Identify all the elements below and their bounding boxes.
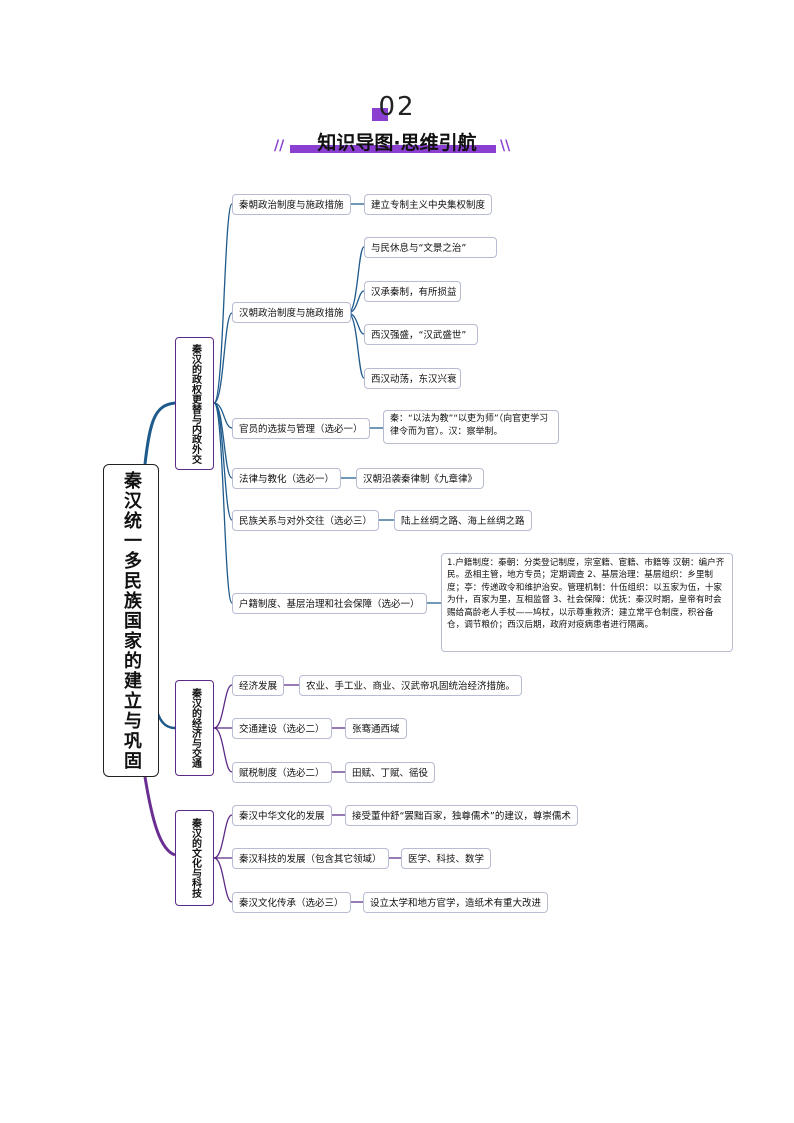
connector-b1-t6 — [213, 402, 233, 604]
connector-b2-t3 — [213, 727, 233, 773]
detail-official-selection: 秦：“以法为教”“以吏为师”（向官吏学习律令而为官）。汉：察举制。 — [383, 410, 559, 444]
header-number: 02 — [378, 92, 416, 122]
topic-qin-politics: 秦朝政治制度与施政措施 — [232, 194, 351, 215]
detail-qin-centralization: 建立专制主义中央集权制度 — [364, 194, 493, 215]
connector-b1-t1 — [213, 203, 233, 404]
connector-b3-t3 — [213, 857, 233, 903]
detail-jiuzhanglv: 汉朝沿袭秦律制《九章律》 — [356, 468, 485, 489]
topic-culture-inheritance: 秦汉文化传承（选必三） — [232, 892, 351, 913]
connector-b2-t1 — [213, 684, 233, 729]
topic-taxation: 赋税制度（选必二） — [232, 762, 332, 783]
topic-household-governance: 户籍制度、基层治理和社会保障（选必一） — [232, 593, 427, 614]
detail-zhang-qian: 张骞通西域 — [345, 718, 407, 739]
connector-b3-t1 — [213, 814, 233, 859]
topic-law-education: 法律与教化（选必一） — [232, 468, 342, 489]
branch-culture-label: 秦汉的文化与科技 — [189, 818, 201, 898]
branch-economy: 秦汉的经济与交通 — [175, 680, 214, 776]
connector-b1-t5 — [213, 402, 233, 521]
detail-wenjing: 与民休息与“文景之治” — [364, 237, 497, 258]
detail-education-papermaking: 设立太学和地方官学，造纸术有重大改进 — [363, 892, 549, 913]
topic-ethnic-foreign: 民族关系与对外交往（选必三） — [232, 510, 380, 531]
header-title: 知识导图·思维引航 — [317, 132, 477, 154]
detail-economy-measures: 农业、手工业、商业、汉武帝巩固统治经济措施。 — [299, 675, 523, 696]
connector-t2-d1 — [347, 246, 365, 314]
detail-han-wu-prosperity: 西汉强盛，“汉武盛世” — [364, 324, 478, 345]
topic-han-politics: 汉朝政治制度与施政措施 — [232, 302, 351, 323]
detail-confucianism: 接受董仲舒“罢黜百家，独尊儒术”的建议，尊崇儒术 — [345, 805, 578, 826]
detail-han-turmoil: 西汉动荡，东汉兴衰 — [364, 368, 461, 389]
topic-transport: 交通建设（选必二） — [232, 718, 332, 739]
branch-politics: 秦汉的政权更替与内政外交 — [175, 337, 214, 470]
detail-han-inherits-qin: 汉承秦制，有所损益 — [364, 281, 461, 302]
root-node: 秦汉统一多民族国家的建立与巩固 — [103, 464, 159, 777]
header-right-slash-decoration: \\ — [500, 138, 511, 154]
detail-silk-road: 陆上丝绸之路、海上丝绸之路 — [394, 510, 532, 531]
connector-b1-t2 — [213, 312, 233, 404]
root-label: 秦汉统一多民族国家的建立与巩固 — [121, 470, 142, 771]
branch-culture: 秦汉的文化与科技 — [175, 810, 214, 906]
branch-politics-label: 秦汉的政权更替与内政外交 — [189, 343, 201, 464]
topic-official-selection: 官员的选拔与管理（选必一） — [232, 418, 370, 439]
connector-root-branch3 — [143, 776, 176, 857]
connector-root-branch1 — [143, 401, 176, 465]
detail-household-governance: 1.户籍制度：秦朝：分类登记制度，宗室籍、宦籍、市籍等 汉朝：编户齐民。丞相主管… — [441, 553, 733, 652]
branch-economy-label: 秦汉的经济与交通 — [189, 688, 201, 768]
topic-culture-development: 秦汉中华文化的发展 — [232, 805, 332, 826]
header-left-slash-decoration: // — [274, 138, 285, 154]
topic-science-development: 秦汉科技的发展（包含其它领域） — [232, 848, 389, 869]
header-title-underline — [290, 145, 496, 153]
detail-taxes: 田赋、丁赋、徭役 — [345, 762, 436, 783]
topic-economy-development: 经济发展 — [232, 675, 285, 696]
connector-t2-d4 — [347, 312, 365, 379]
detail-science-fields: 医学、科技、数学 — [401, 848, 492, 869]
header-number-accent — [372, 108, 388, 121]
